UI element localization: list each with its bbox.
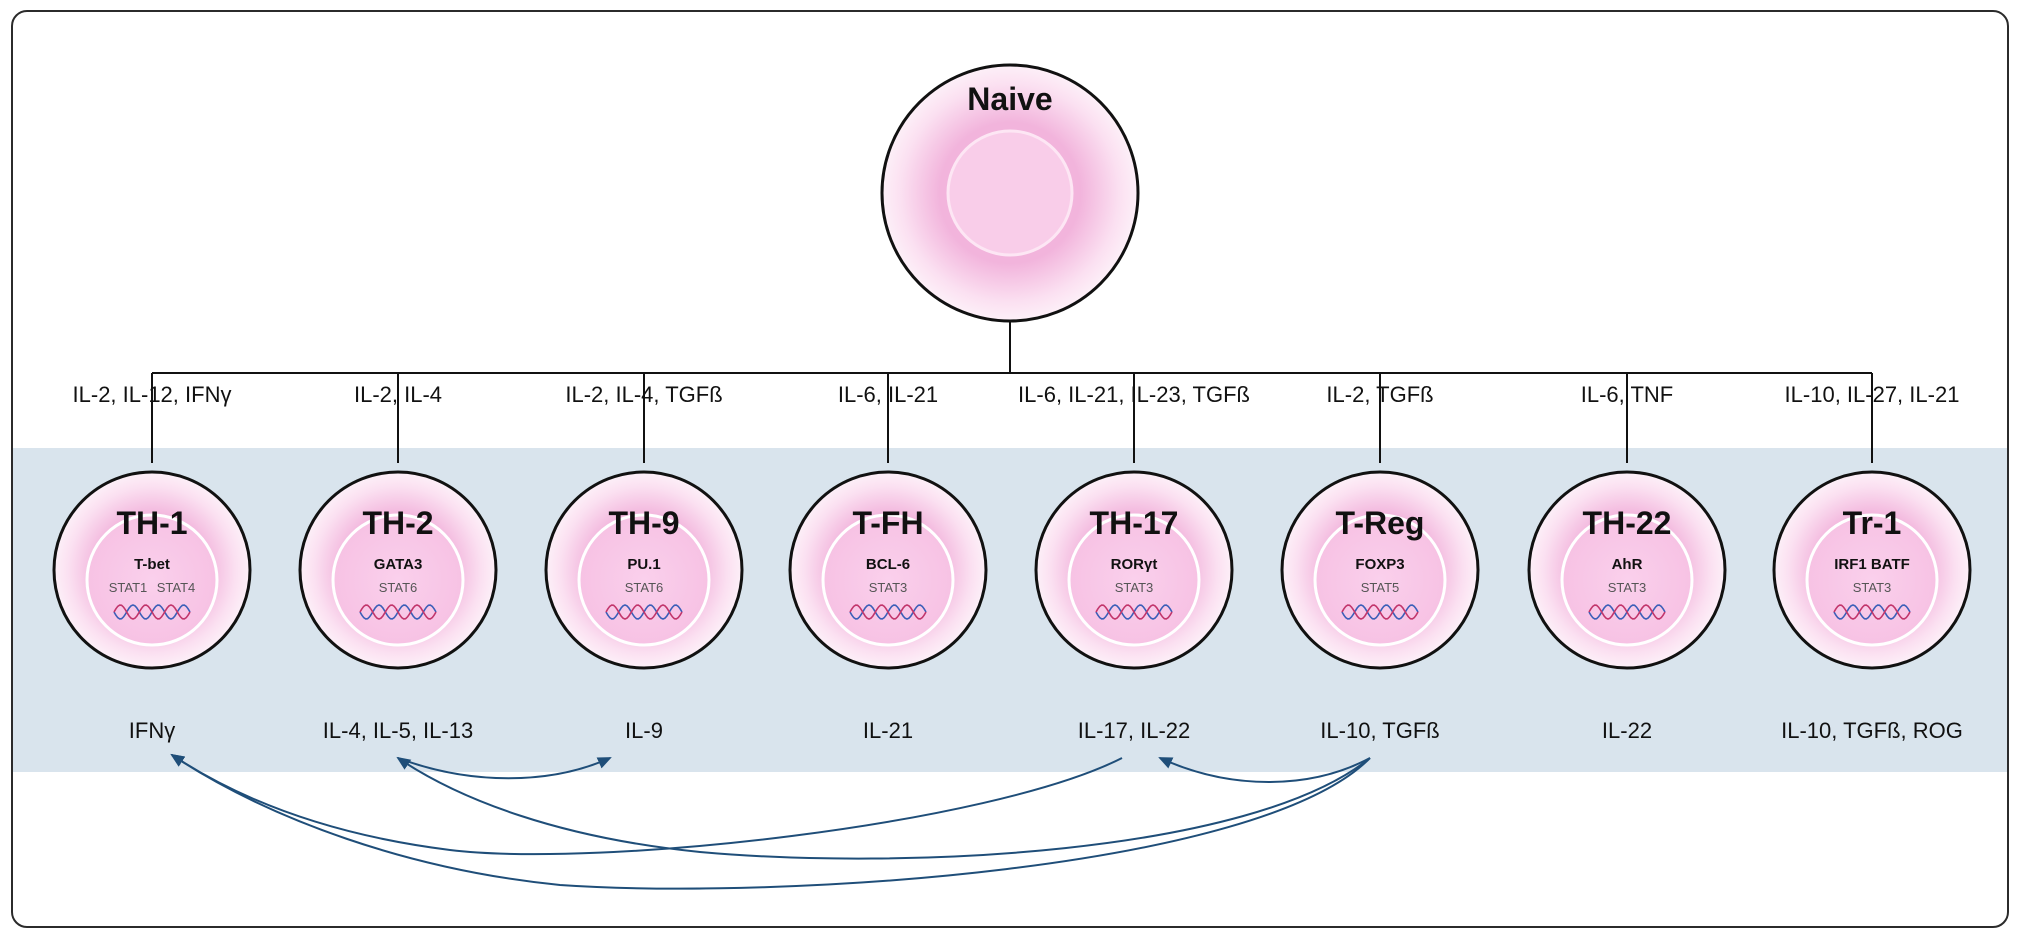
- products-th-17: IL-17, IL-22: [1078, 718, 1191, 743]
- cell-th-17: IL-6, IL-21, IL-23, TGFßTH-17RORγtSTAT3I…: [1018, 382, 1250, 743]
- arrow-t-reg-to-th-1: [170, 753, 1371, 890]
- products-th-1: IFNγ: [129, 718, 175, 743]
- nucleus-th-22: [1560, 513, 1694, 647]
- inducers-tr-1: IL-10, IL-27, IL-21: [1785, 382, 1960, 407]
- cell-name-tr-1: Tr-1: [1843, 505, 1902, 541]
- cell-name-th-22: TH-22: [1583, 505, 1672, 541]
- stat-tr-1: STAT3: [1853, 580, 1892, 595]
- transcription-factor-th-2: GATA3: [374, 556, 423, 573]
- cell-name-th-1: TH-1: [116, 505, 187, 541]
- arrow-t-reg-to-th-17: [1158, 757, 1371, 783]
- stat-th-1-1: STAT1: [109, 580, 148, 595]
- dna-strand-b-t-reg: [1341, 604, 1419, 620]
- dna-strand-b-t-fh: [849, 604, 927, 620]
- nucleus-th-2: [331, 513, 465, 647]
- inducers-th-17: IL-6, IL-21, IL-23, TGFß: [1018, 382, 1250, 407]
- cell-name-t-fh: T-FH: [852, 505, 923, 541]
- products-t-fh: IL-21: [863, 718, 913, 743]
- inducers-th-22: IL-6, TNF: [1581, 382, 1674, 407]
- inducers-th-1: IL-2, IL-12, IFNγ: [73, 382, 232, 407]
- nucleus-th-17: [1067, 513, 1201, 647]
- nucleus-t-fh: [821, 513, 955, 647]
- dna-strand-b-th-17: [1095, 604, 1173, 620]
- dna-strand-b-th-9: [605, 604, 683, 620]
- inducers-t-reg: IL-2, TGFß: [1326, 382, 1433, 407]
- transcription-factor-th-9: PU.1: [627, 556, 660, 573]
- nucleus-th-9: [577, 513, 711, 647]
- stat-t-fh: STAT3: [869, 580, 908, 595]
- arrow-th-2-to-th-9: [397, 757, 612, 780]
- dna-strand-b-th-22: [1588, 604, 1666, 620]
- stat-th-22: STAT3: [1608, 580, 1647, 595]
- nucleus-th-1: [85, 513, 219, 647]
- nucleus-tr-1: [1805, 513, 1939, 647]
- stat-th-17: STAT3: [1115, 580, 1154, 595]
- products-th-9: IL-9: [625, 718, 663, 743]
- naive-label: Naive: [967, 81, 1052, 117]
- arrow-th-17-to-th-1: [170, 753, 1123, 856]
- products-tr-1: IL-10, TGFß, ROG: [1781, 718, 1963, 743]
- nucleus-t-reg: [1313, 513, 1447, 647]
- stat-t-reg: STAT5: [1361, 580, 1400, 595]
- transcription-factor-th-22: AhR: [1612, 556, 1643, 573]
- inducers-t-fh: IL-6, IL-21: [838, 382, 938, 407]
- products-th-22: IL-22: [1602, 718, 1652, 743]
- stat-th-1-2: STAT4: [157, 580, 196, 595]
- cell-name-th-2: TH-2: [362, 505, 433, 541]
- naive-cell: Naive: [880, 63, 1140, 323]
- transcription-factor-t-fh: BCL-6: [866, 556, 910, 573]
- inducers-th-2: IL-2, IL-4: [354, 382, 442, 407]
- cell-name-t-reg: T-Reg: [1336, 505, 1425, 541]
- inducers-th-9: IL-2, IL-4, TGFß: [565, 382, 722, 407]
- cell-name-th-9: TH-9: [608, 505, 679, 541]
- differentiation-tree: [151, 322, 1873, 463]
- dna-strand-b-th-2: [359, 604, 437, 620]
- naive-nucleus: [946, 129, 1074, 257]
- transcription-factor-t-reg: FOXP3: [1355, 556, 1404, 573]
- dna-strand-b-th-1: [113, 604, 191, 620]
- stat-th-9: STAT6: [625, 580, 664, 595]
- stat-th-2: STAT6: [379, 580, 418, 595]
- cell-name-th-17: TH-17: [1090, 505, 1179, 541]
- transcription-factor-tr-1: IRF1 BATF: [1834, 556, 1910, 573]
- products-t-reg: IL-10, TGFß: [1320, 718, 1439, 743]
- arrow-t-reg-to-th-2: [396, 756, 1371, 860]
- transcription-factor-th-17: RORγt: [1111, 556, 1158, 573]
- transcription-factor-th-1: T-bet: [134, 556, 170, 573]
- dna-strand-b-tr-1: [1833, 604, 1911, 620]
- products-th-2: IL-4, IL-5, IL-13: [323, 718, 473, 743]
- cross-regulation-arrows: [170, 753, 1371, 890]
